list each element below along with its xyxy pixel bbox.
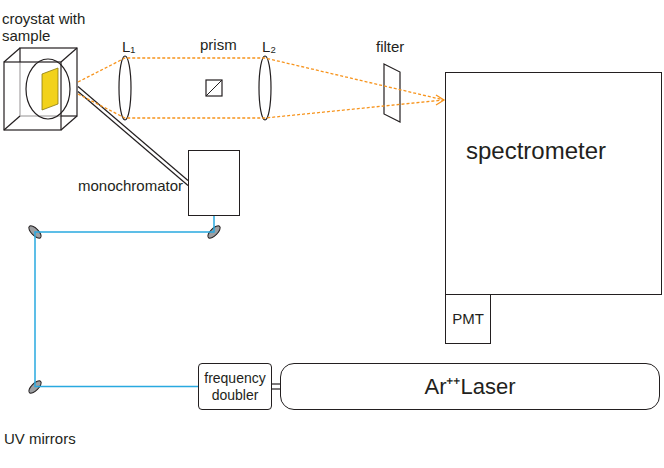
laser-box: Ar⁺⁺Laser [280,363,660,410]
cryostat-cube [4,48,77,130]
uv-mirrors [27,224,222,395]
spectrometer-box: spectrometer [445,72,662,295]
sample [42,68,58,110]
node-text: Ar⁺⁺Laser [424,374,515,399]
lens-l1 [119,56,131,120]
connector [272,384,280,389]
lens-label: L₁ [122,38,135,55]
node-text: spectrometer [466,137,606,165]
lens-l2 [259,56,271,120]
prism-label: prism [200,36,237,53]
connector [78,58,444,118]
lens-label: L₂ [262,38,276,55]
node-text: monochromator [78,177,183,194]
node-text: PMT [452,310,484,327]
frequency-doubler-box: frequency doubler [198,363,272,410]
monochromator-box: monochromator [188,150,240,216]
connector [35,216,214,387]
mirror-label: UV mirrors [4,430,76,447]
filter-label: filter [376,38,404,55]
pmt-box: PMT [445,294,491,344]
prism-cube [206,80,222,96]
node-text: croystat with sample [2,10,102,45]
connector [78,87,188,186]
filter-plate [384,64,400,122]
node-text: frequency doubler [203,370,267,402]
cryostat-node: croystat with sample [2,46,78,132]
